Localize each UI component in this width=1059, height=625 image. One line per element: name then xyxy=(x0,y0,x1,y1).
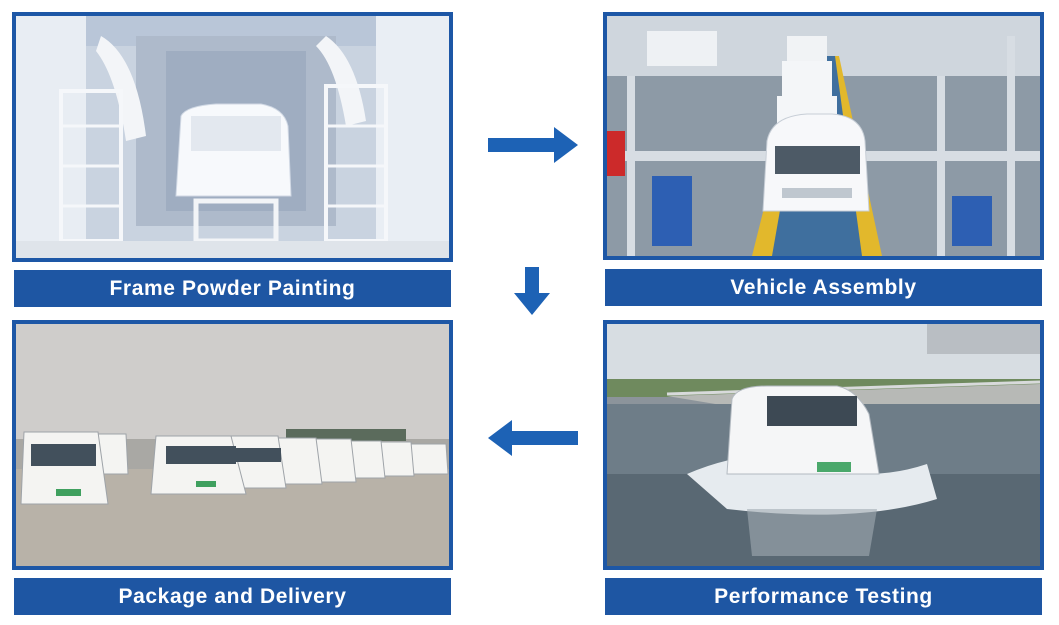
assembly-line-image xyxy=(607,16,1040,256)
parking-lot-image xyxy=(16,324,449,566)
arrow-left-icon xyxy=(488,420,578,456)
arrow-right-icon xyxy=(488,127,578,163)
step-label-frame-powder-painting: Frame Powder Painting xyxy=(14,270,451,307)
water-test-image xyxy=(607,324,1040,566)
step-label-package-and-delivery: Package and Delivery xyxy=(14,578,451,615)
arrow-down-icon xyxy=(514,267,550,315)
photo-package-and-delivery xyxy=(12,320,453,570)
photo-frame-powder-painting xyxy=(12,12,453,262)
step-label-vehicle-assembly: Vehicle Assembly xyxy=(605,269,1042,306)
paint-booth-image xyxy=(16,16,449,258)
photo-performance-testing xyxy=(603,320,1044,570)
step-label-performance-testing: Performance Testing xyxy=(605,578,1042,615)
photo-vehicle-assembly xyxy=(603,12,1044,260)
